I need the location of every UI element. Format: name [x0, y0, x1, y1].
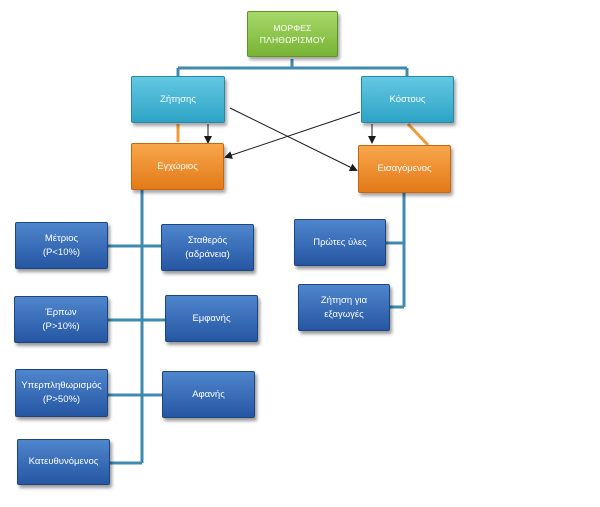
hyperinflation-box: Υπερπληθωρισμός (P>50%) [15, 369, 108, 417]
cost-label: Κόστους [389, 93, 426, 105]
hidden-label: Αφανής [192, 388, 225, 400]
moderate-label: Μέτριος (P<10%) [42, 232, 81, 258]
title-box: ΜΟΡΦΕΣ ΠΛΗΘΩΡΙΣΜΟΥ [247, 11, 338, 57]
visible-label: Εμφανής [192, 312, 231, 324]
connector-title [176, 59, 409, 76]
stable-box: Σταθερός (αδράνεια) [161, 224, 254, 271]
raw-materials-box: Πρώτες ύλες [294, 219, 386, 266]
hyperinflation-label: Υπερπληθωρισμός (P>50%) [21, 380, 102, 405]
connector-imported-trunk [386, 193, 406, 309]
directed-label: Κατευθυνόμενος [28, 456, 99, 468]
imported-box: Εισαγόμενος [358, 145, 451, 193]
stable-label: Σταθερός (αδράνεια) [185, 234, 230, 260]
moderate-box: Μέτριος (P<10%) [15, 222, 108, 269]
creeping-label: Έρπων (P>10%) [42, 306, 80, 332]
demand-box: Ζήτησης [131, 76, 225, 123]
arrow-cost-domestic [224, 111, 361, 159]
demand-label: Ζήτησης [160, 93, 196, 105]
hidden-box: Αφανής [162, 371, 255, 418]
title-label: ΜΟΡΦΕΣ ΠΛΗΘΩΡΙΣΜΟΥ [259, 22, 326, 45]
raw-materials-label: Πρώτες ύλες [313, 236, 367, 248]
arrow-demand-imported [229, 107, 358, 171]
domestic-label: Εγχώριος [157, 160, 198, 172]
export-demand-box: Ζήτηση για εξαγωγές [298, 284, 390, 331]
visible-box: Εμφανής [165, 295, 258, 342]
domestic-box: Εγχώριος [131, 143, 224, 190]
imported-label: Εισαγόμενος [377, 163, 432, 175]
connector-domestic-branches [108, 244, 165, 465]
connector-cost-imported [406, 122, 430, 147]
creeping-box: Έρπων (P>10%) [14, 296, 108, 343]
directed-box: Κατευθυνόμενος [17, 439, 110, 485]
export-demand-label: Ζήτηση για εξαγωγές [320, 294, 368, 320]
cost-box: Κόστους [361, 76, 454, 123]
